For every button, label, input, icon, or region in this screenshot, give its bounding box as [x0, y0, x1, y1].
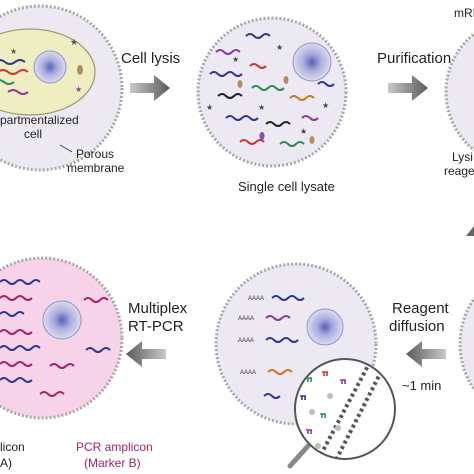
step-time: ~1 min	[402, 378, 442, 393]
label-mrna-partial: mRI	[454, 6, 474, 20]
svg-text:★: ★	[258, 103, 265, 112]
label-porous: Porous	[76, 147, 115, 161]
svg-text:★: ★	[322, 101, 329, 110]
label-amplicon-a: licon	[0, 440, 25, 454]
label-reagent-partial: reage	[444, 164, 474, 178]
arrow-up-partial	[466, 226, 474, 236]
arrow-right-cell-lysis	[130, 75, 170, 101]
poly-a-tail: AAAA	[248, 296, 264, 302]
svg-text:★: ★	[206, 103, 213, 112]
capsule-purified-partial	[444, 32, 474, 152]
arrow-left-reagent-diffusion	[406, 341, 446, 367]
label-cell: cell	[24, 127, 43, 141]
arrow-right-purification	[388, 75, 428, 101]
label-marker-b: (Marker B)	[84, 456, 141, 470]
label-single-cell-lysate: Single cell lysate	[238, 179, 335, 194]
step-rt-pcr: RT-PCR	[128, 318, 184, 335]
step-purification: Purification	[377, 50, 452, 67]
porous-membrane-leader	[59, 144, 73, 153]
arrow-left-multiplex	[126, 341, 166, 367]
magnifier-lens	[287, 358, 396, 469]
svg-text:★: ★	[10, 47, 17, 56]
label-compartmentalized: partmentalized	[0, 113, 79, 127]
svg-text:★: ★	[232, 55, 239, 64]
poly-a-tail: AAAA	[238, 316, 254, 322]
label-marker-a: A)	[0, 456, 12, 470]
label-lysis-partial: Lysi	[452, 150, 473, 164]
capsule-pcr-amplicon	[0, 256, 124, 420]
step-cell-lysis: Cell lysis	[121, 50, 181, 67]
capsule-lysis-partial	[458, 296, 474, 392]
svg-text:★: ★	[70, 37, 78, 47]
svg-text:★: ★	[276, 43, 283, 52]
capsule-single-cell-lysate: ★ ★ ★ ★ ★ ★	[196, 16, 348, 168]
capsule-compartmentalized: ★ ★ ★	[0, 4, 124, 172]
svg-text:★: ★	[300, 127, 307, 136]
poly-a-tail: AAAA	[240, 370, 256, 376]
step-multiplex: Multiplex	[128, 300, 188, 317]
label-membrane: membrane	[67, 161, 125, 175]
step-reagent: Reagent	[392, 300, 449, 317]
poly-a-tail: AAAA	[238, 338, 254, 344]
svg-text:★: ★	[75, 85, 82, 94]
step-diffusion: diffusion	[389, 318, 445, 335]
label-pcr-amplicon: PCR amplicon	[76, 440, 153, 454]
